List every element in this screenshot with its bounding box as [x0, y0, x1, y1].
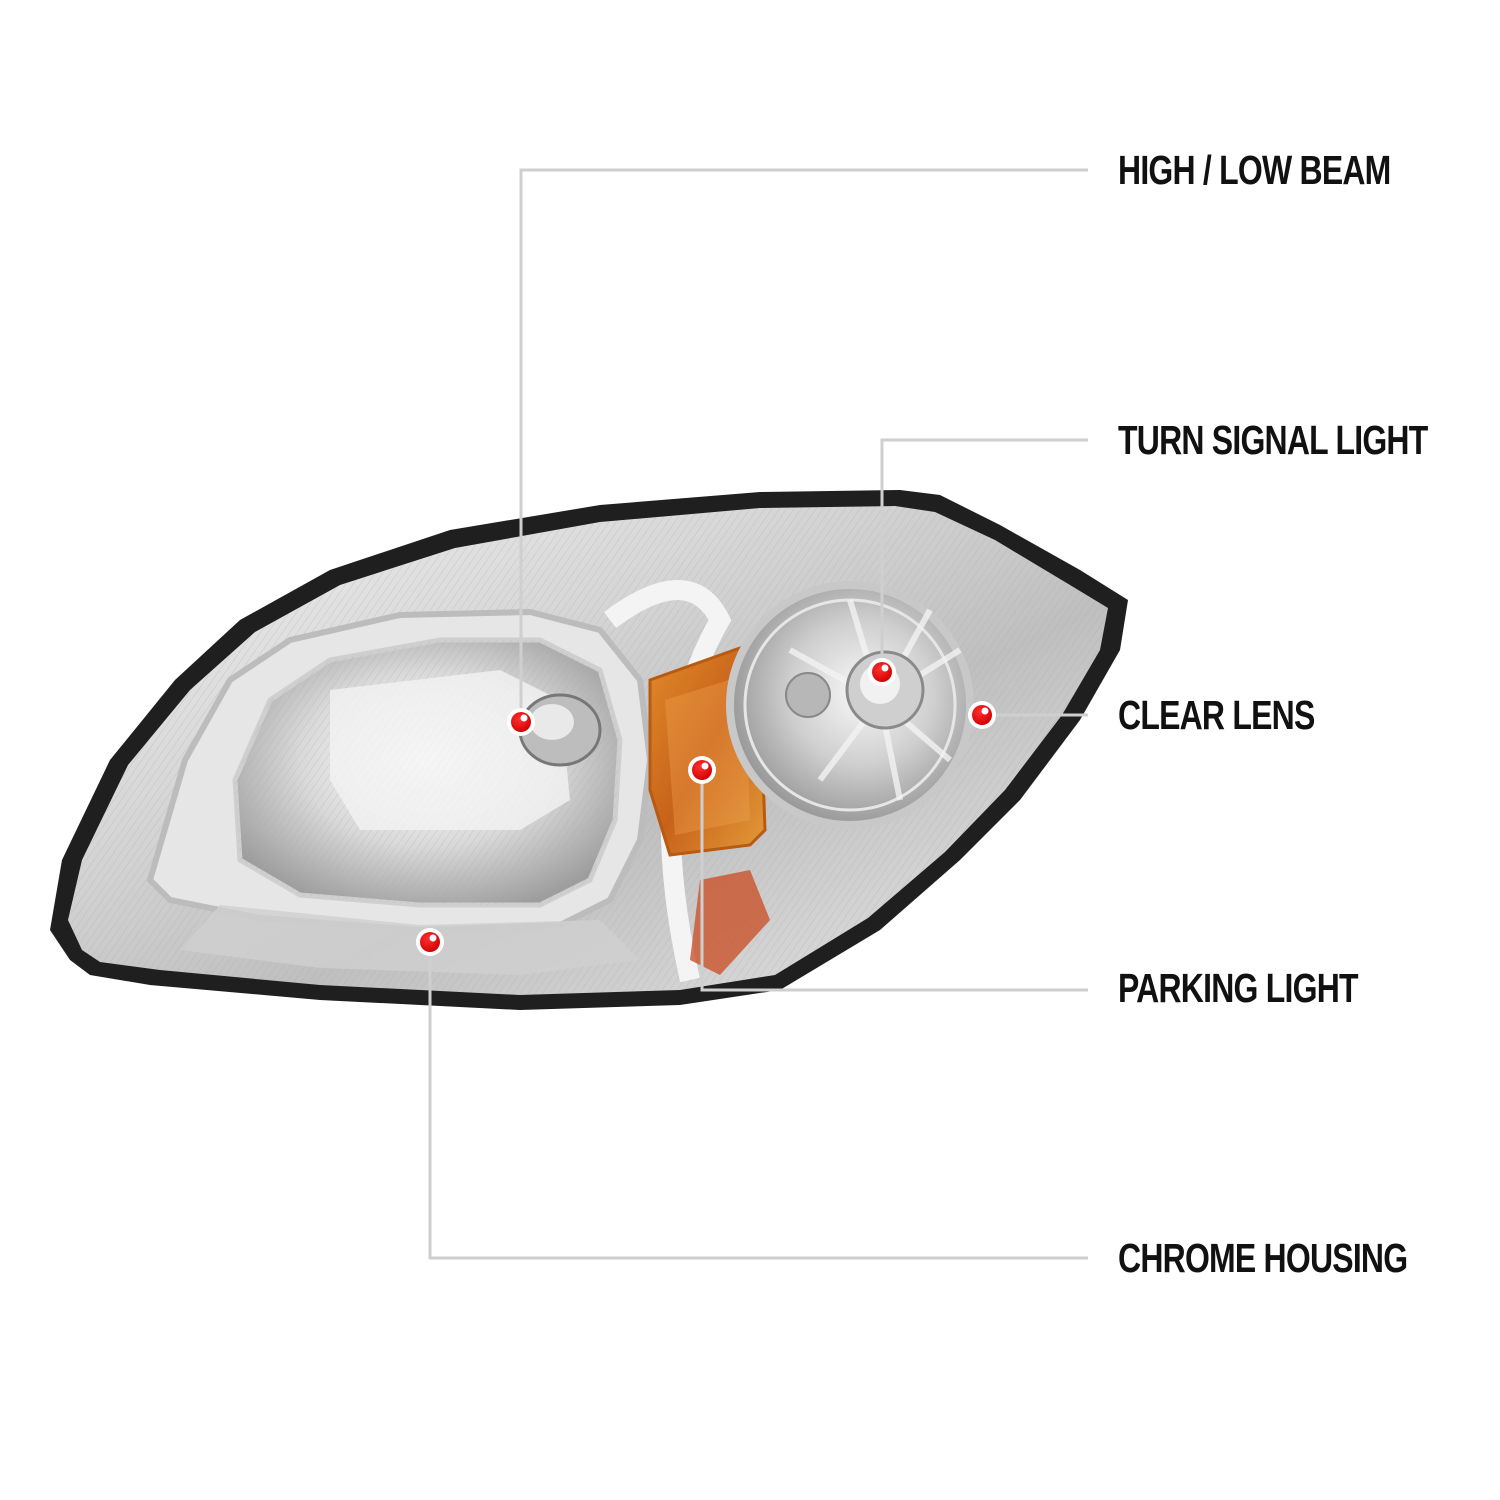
label-parking-light: PARKING LIGHT	[1118, 965, 1359, 1011]
marker-clear-lens	[968, 701, 996, 729]
marker-high-low-beam	[507, 708, 535, 736]
leader-lines	[428, 168, 1088, 1260]
label-high-low-beam: HIGH / LOW BEAM	[1118, 147, 1391, 193]
label-turn-signal-light: TURN SIGNAL LIGHT	[1118, 417, 1428, 463]
label-chrome-housing: CHROME HOUSING	[1118, 1235, 1408, 1281]
label-clear-lens: CLEAR LENS	[1118, 692, 1315, 738]
marker-chrome-housing	[416, 928, 444, 956]
marker-turn-signal	[868, 658, 896, 686]
marker-parking-light	[688, 756, 716, 784]
callout-markers	[416, 658, 996, 956]
